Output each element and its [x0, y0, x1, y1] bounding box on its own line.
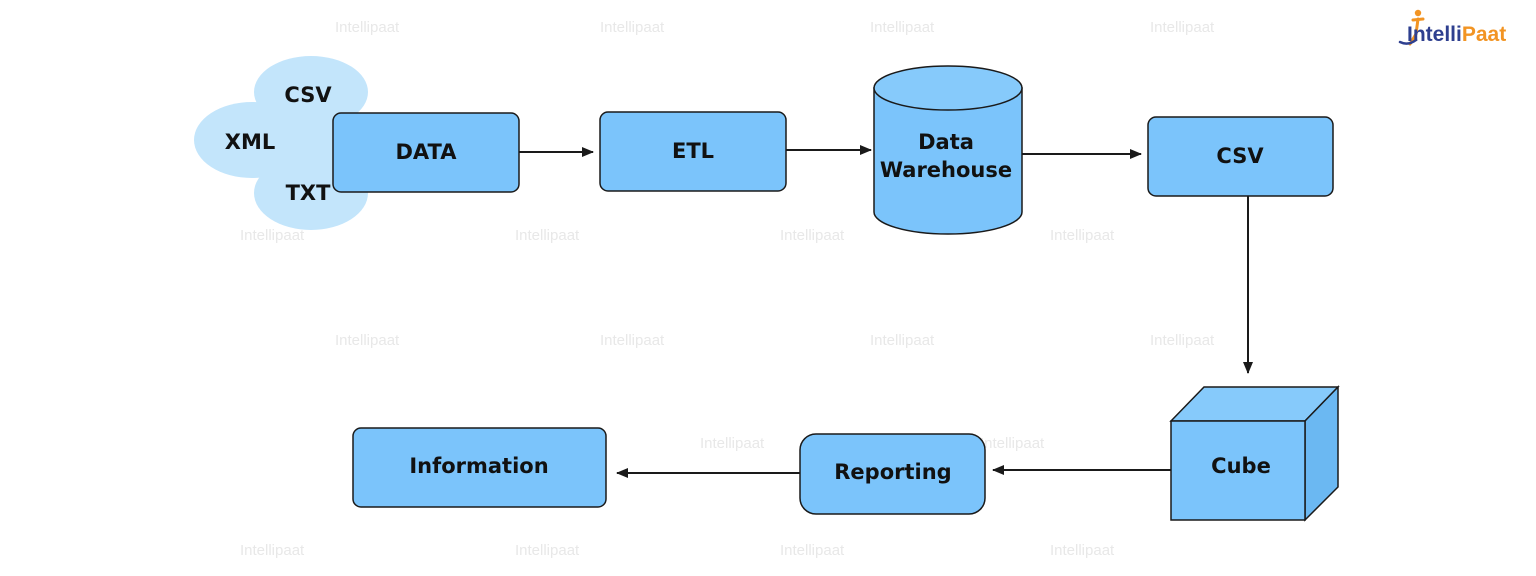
etl-node-label: ETL	[672, 139, 714, 163]
csv-node: CSV	[1147, 116, 1334, 197]
watermark: Intellipaat	[870, 19, 935, 36]
intellipaat-logo: IntelliPaat	[1398, 9, 1506, 46]
watermark: Intellipaat	[1150, 19, 1215, 36]
watermark: Intellipaat	[240, 227, 305, 244]
etl-node: ETL	[599, 111, 787, 192]
watermark: Intellipaat	[515, 227, 580, 244]
csv-node-label: CSV	[1216, 144, 1264, 168]
data-node: DATA	[332, 112, 520, 193]
warehouse-label-line2: Warehouse	[880, 158, 1012, 182]
watermark: Intellipaat	[600, 19, 665, 36]
watermark-group: Intellipaat Intellipaat Intellipaat Inte…	[240, 19, 1215, 559]
watermark: Intellipaat	[600, 332, 665, 349]
source-label-xml: XML	[225, 130, 275, 154]
watermark: Intellipaat	[1150, 332, 1215, 349]
watermark: Intellipaat	[335, 19, 400, 36]
information-node-label: Information	[409, 454, 548, 478]
logo-text-accent: Paat	[1462, 23, 1506, 46]
watermark: Intellipaat	[980, 435, 1045, 452]
watermark: Intellipaat	[780, 227, 845, 244]
logo-lead-letter: I	[1407, 23, 1413, 46]
watermark: Intellipaat	[1050, 542, 1115, 559]
information-node: Information	[352, 427, 607, 508]
data-node-label: DATA	[395, 140, 457, 164]
watermark: Intellipaat	[1050, 227, 1115, 244]
watermark: Intellipaat	[335, 332, 400, 349]
source-label-csv: CSV	[284, 83, 332, 107]
logo-text-main: ntelli	[1413, 23, 1462, 46]
source-label-txt: TXT	[286, 181, 332, 205]
watermark: Intellipaat	[780, 542, 845, 559]
watermark: Intellipaat	[515, 542, 580, 559]
reporting-node-label: Reporting	[834, 460, 951, 484]
watermark: Intellipaat	[700, 435, 765, 452]
warehouse-label-line1: Data	[918, 130, 974, 154]
svg-text:IntelliPaat: IntelliPaat	[1407, 23, 1506, 46]
reporting-node: Reporting	[799, 433, 986, 515]
cube-node: Cube	[1169, 385, 1340, 522]
data-warehouse-node: Data Warehouse	[873, 65, 1023, 235]
cube-node-label: Cube	[1211, 454, 1271, 478]
watermark: Intellipaat	[240, 542, 305, 559]
logo-figure-icon	[1398, 9, 1425, 46]
watermark: Intellipaat	[870, 332, 935, 349]
